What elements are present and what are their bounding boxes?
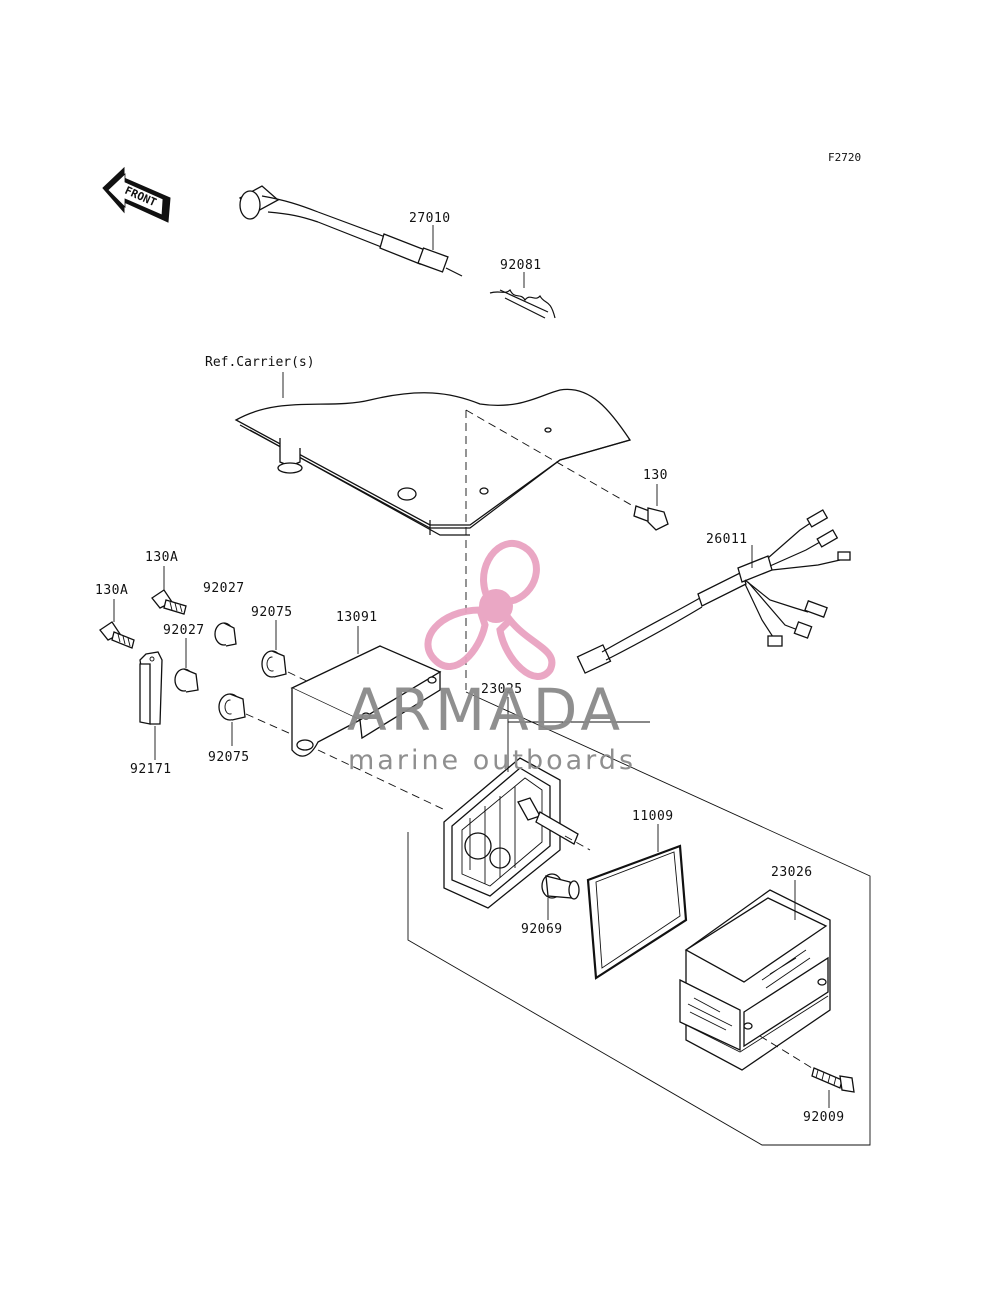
dashed-guide-bolt-130 <box>465 409 641 511</box>
part-130A-upper-bolt <box>151 589 187 615</box>
propeller-logo-icon <box>424 539 556 680</box>
part-13091-bracket <box>290 645 442 757</box>
part-92171-strap <box>139 651 163 725</box>
part-92009-screw <box>811 1067 855 1093</box>
label-130: 130 <box>643 468 668 483</box>
label-92081: 92081 <box>500 258 542 273</box>
part-92075-upper-grommet <box>261 650 287 678</box>
part-23026-lens-cover <box>679 889 831 1071</box>
label-26011: 26011 <box>706 532 748 547</box>
label-92171: 92171 <box>130 762 172 777</box>
assembly-group-frame <box>407 691 871 1146</box>
ref-carrier-label: Ref.Carrier(s) <box>205 355 315 370</box>
dashed-guide-92009 <box>759 1035 813 1069</box>
dashed-guide-bracket <box>317 749 446 811</box>
part-92081-spring <box>489 288 556 319</box>
figure-code: F2720 <box>828 151 861 164</box>
label-92069: 92069 <box>521 922 563 937</box>
part-26011-harness <box>576 509 851 674</box>
label-92027-upper: 92027 <box>203 581 245 596</box>
part-92027-upper-grommet <box>214 622 237 647</box>
part-92027-lower-grommet <box>174 668 199 693</box>
label-11009: 11009 <box>632 809 674 824</box>
dashed-guide-92075-lower <box>245 713 301 739</box>
label-13091: 13091 <box>336 610 378 625</box>
label-92027-lower: 92027 <box>163 623 205 638</box>
label-130A-left: 130A <box>95 583 128 598</box>
armada-watermark: ARMADA marine outboards <box>347 539 636 776</box>
label-130A-upper: 130A <box>145 550 178 565</box>
part-11009-gasket <box>586 844 688 980</box>
part-27010-switch <box>238 185 463 277</box>
carrier-reference-body <box>234 388 632 536</box>
part-130-bolt <box>633 505 669 531</box>
watermark-brand: ARMADA <box>347 676 624 744</box>
dashed-guide-lamp <box>564 835 591 851</box>
label-27010: 27010 <box>409 211 451 226</box>
label-23025: 23025 <box>481 682 523 697</box>
part-130A-left-bolt <box>99 621 135 649</box>
part-92075-lower-grommet <box>218 693 246 721</box>
part-23025-lamp-housing <box>443 757 579 909</box>
label-92075-upper: 92075 <box>251 605 293 620</box>
label-23026: 23026 <box>771 865 813 880</box>
part-92069-bulb <box>541 873 580 900</box>
label-92075-lower: 92075 <box>208 750 250 765</box>
watermark-tagline: marine outboards <box>348 745 636 776</box>
label-92009: 92009 <box>803 1110 845 1125</box>
front-arrow-icon: FRONT <box>102 166 171 223</box>
